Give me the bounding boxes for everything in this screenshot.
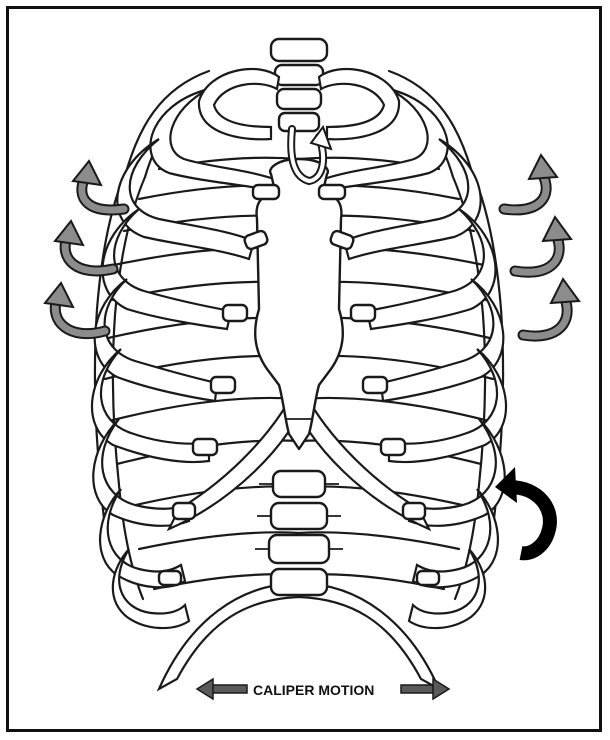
rotation-arrow-icon [495, 467, 550, 553]
caption-caliper-motion: CALIPER MOTION [253, 682, 374, 698]
bucket-handle-arrow-icon [523, 279, 579, 336]
upper-vertebrae [271, 39, 327, 131]
lower-costal-arc [159, 583, 439, 689]
first-rib-ring-right [319, 69, 399, 139]
bucket-handle-arrow-icon [515, 217, 571, 272]
first-rib-ring [199, 69, 279, 139]
rib-cage-diagram: CALIPER MOTION [9, 9, 599, 729]
diagram-frame: CALIPER MOTION [6, 6, 602, 732]
anterior-ribs-left [92, 89, 277, 628]
caliper-arrow-left-icon [197, 679, 247, 699]
sternum [255, 159, 343, 449]
anterior-ribs-right [321, 89, 506, 628]
bucket-handle-arrows-right [504, 155, 579, 336]
bucket-handle-arrow-icon [504, 155, 557, 210]
